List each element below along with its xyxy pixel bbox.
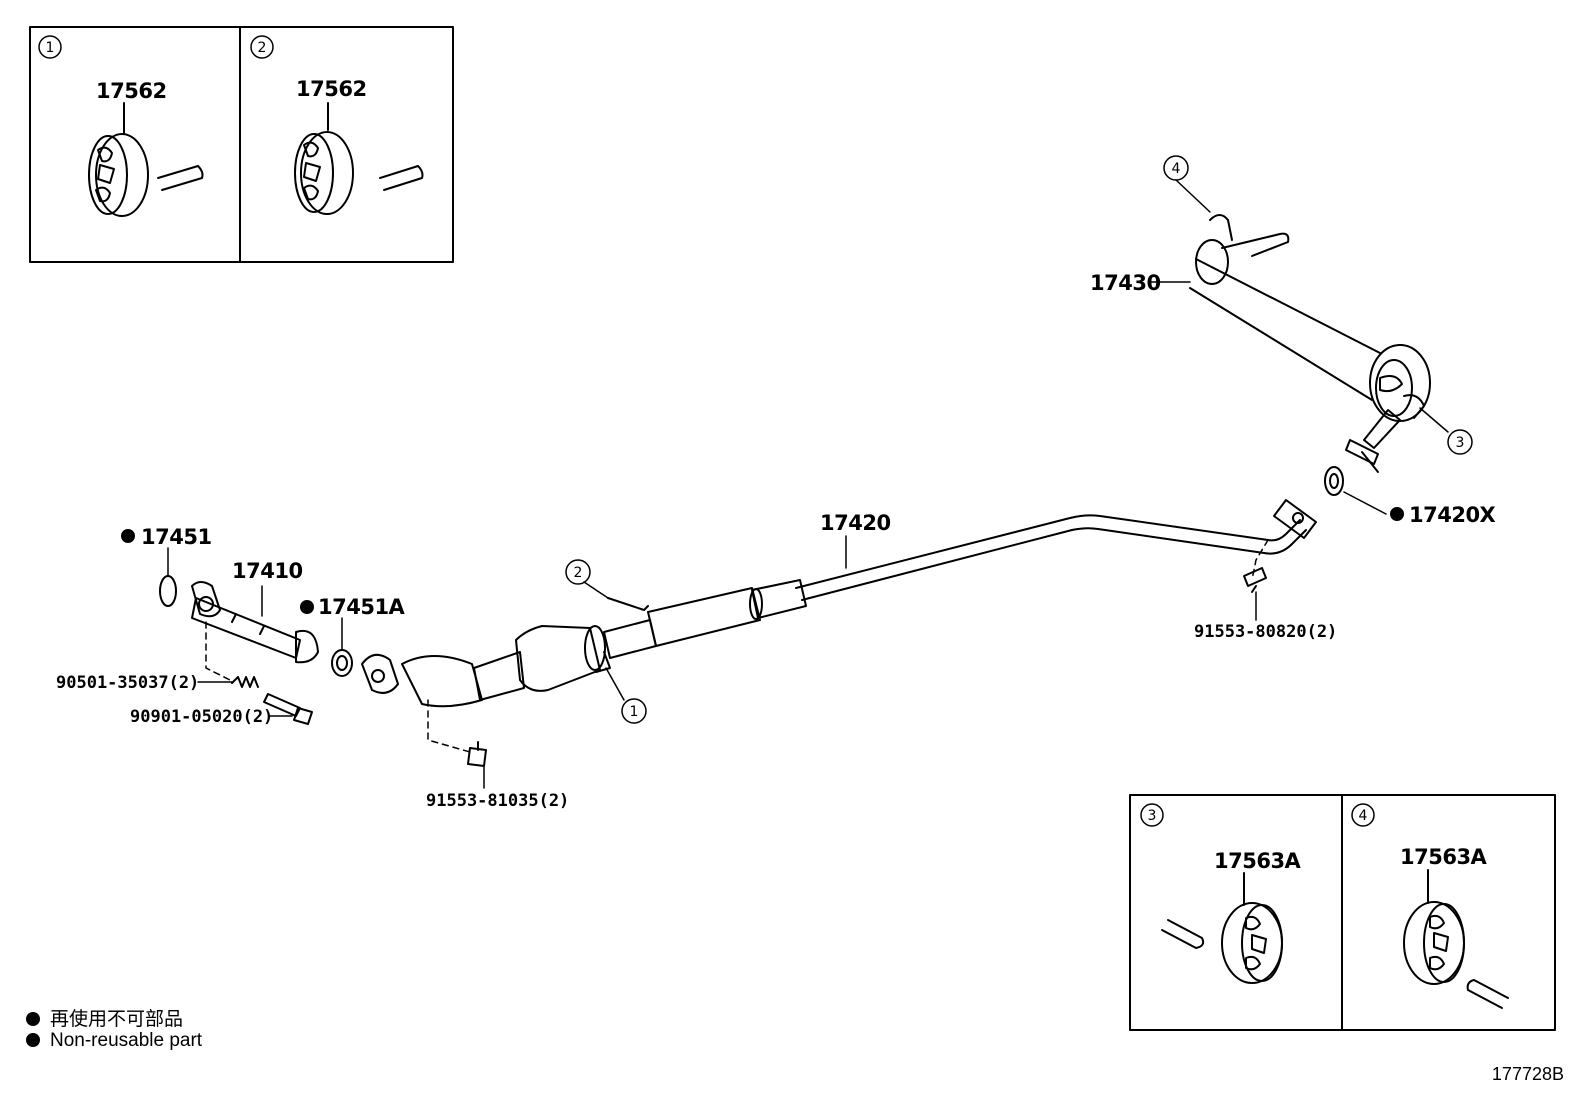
- hanger-rubber-17563a-b: [1403, 869, 1509, 1009]
- callout-3-label: 3: [1456, 435, 1465, 451]
- assembly-lines: [205, 539, 1269, 753]
- non-reusable-dot-17451: [121, 529, 135, 543]
- legend-line-en: Non-reusable part: [26, 1030, 202, 1052]
- part-label-17420x: 17420X: [1409, 503, 1496, 527]
- gasket-17451: [159, 575, 177, 607]
- callout-2-label: 2: [574, 565, 583, 581]
- inset-1-part-label: 17562: [96, 79, 167, 103]
- gasket-17451a: [331, 649, 353, 677]
- tailpipe-muffler-17430: [1149, 214, 1431, 473]
- figure-code: 177728B: [1491, 1064, 1564, 1084]
- legend-dot-icon: [26, 1033, 40, 1047]
- inset-4-part-label: 17563A: [1400, 845, 1488, 869]
- callout-circle-1: [621, 698, 647, 724]
- non-reusable-dot-17420x: [1390, 507, 1404, 521]
- spring-90501: [231, 676, 259, 688]
- part-label-17451: 17451: [141, 525, 212, 549]
- bolt-90901: [263, 693, 313, 725]
- inset-box-1: [29, 26, 241, 263]
- callout-1-label: 1: [630, 704, 639, 720]
- hanger-rubber-17562-a: [88, 102, 204, 217]
- hanger-rubber-17562-b: [294, 102, 424, 215]
- inset-2-part-label: 17562: [296, 77, 367, 101]
- callout-circle-3: [1447, 429, 1473, 455]
- inset-1-index: 1: [46, 40, 55, 56]
- legend-text-en: Non-reusable part: [50, 1030, 203, 1051]
- inset-4-index: 4: [1359, 808, 1368, 824]
- front-pipe-17410: [191, 581, 319, 664]
- center-exhaust-pipe-17420: [361, 499, 1317, 708]
- inset-3-index: 3: [1148, 808, 1157, 824]
- callout-4-label: 4: [1172, 161, 1181, 177]
- part-label-90901: 90901-05020(2): [130, 707, 273, 727]
- inset-box-3: [1129, 794, 1343, 1031]
- gasket-17420x: [1324, 466, 1344, 496]
- non-reusable-dot-17451a: [300, 600, 314, 614]
- part-label-17451a: 17451A: [318, 595, 406, 619]
- inset-box-4: [1341, 794, 1556, 1031]
- legend-text-jp: 再使用不可部品: [50, 1009, 184, 1030]
- inset-2-index: 2: [258, 40, 267, 56]
- part-label-17420: 17420: [820, 511, 891, 535]
- part-label-91553-80820: 91553-80820(2): [1194, 622, 1337, 642]
- bolt-91553-80820: [1243, 567, 1267, 593]
- legend-line-jp: 再使用不可部品: [26, 1004, 183, 1031]
- inset-3-part-label: 17563A: [1214, 849, 1302, 873]
- bolt-91553-81035: [467, 741, 487, 767]
- part-label-90501: 90501-35037(2): [56, 673, 199, 693]
- legend-dot-icon: [26, 1012, 40, 1026]
- callout-circle-4: [1163, 155, 1189, 181]
- inset-box-2: [239, 26, 454, 263]
- part-label-17410: 17410: [232, 559, 303, 583]
- part-label-91553-81035: 91553-81035(2): [426, 791, 569, 811]
- leader-lines: [167, 179, 1449, 789]
- callout-circle-2: [565, 559, 591, 585]
- hanger-rubber-17563a-a: [1161, 872, 1283, 984]
- part-label-17430: 17430: [1090, 271, 1161, 295]
